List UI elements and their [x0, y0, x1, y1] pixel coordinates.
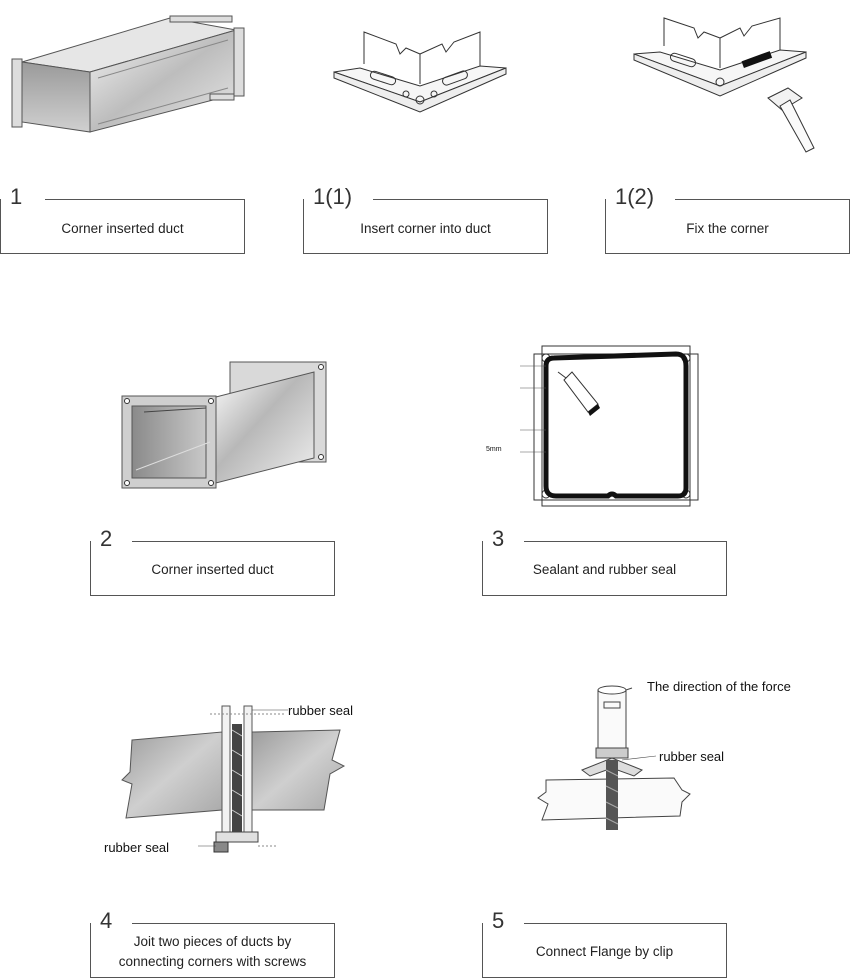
step-3-caption: Sealant and rubber seal	[532, 562, 677, 577]
seal-dimension-label: 5mm	[486, 446, 502, 453]
step-1-2-caption: Fix the corner	[686, 221, 769, 236]
step-3-number: 3	[492, 528, 509, 550]
step-4-box: 4 Joit two pieces of ducts by connecting…	[90, 910, 335, 978]
step-4-topline	[132, 923, 335, 924]
figure-1-duct-illustration	[11, 15, 245, 133]
step-2-topline	[132, 541, 335, 542]
step-3-topline	[524, 541, 727, 542]
step-1-1-frame	[303, 199, 548, 254]
step-1-1-box: 1(1) Insert corner into duct	[303, 186, 548, 254]
step-1-1-caption: Insert corner into duct	[360, 221, 491, 236]
step-1-topline	[45, 199, 245, 200]
step-1-number: 1	[10, 186, 27, 208]
step-1-caption: Corner inserted duct	[61, 221, 184, 236]
step-3-frame	[482, 541, 727, 596]
step-4-caption-line2: connecting corners with screws	[118, 954, 307, 969]
step-2-number: 2	[100, 528, 117, 550]
step-1-frame	[0, 199, 245, 254]
figure-1-1-corner-illustration	[333, 31, 507, 113]
step-5-topline	[524, 923, 727, 924]
step-2-caption: Corner inserted duct	[151, 562, 274, 577]
step-5-caption: Connect Flange by clip	[535, 944, 674, 959]
step-4-number: 4	[100, 910, 117, 932]
figure-1-2-fix-corner-illustration	[633, 17, 815, 153]
figure-5-clip-illustration	[537, 685, 691, 830]
step-5-number: 5	[492, 910, 509, 932]
step-1-box: 1 Corner inserted duct	[0, 186, 245, 254]
fig5-rubber-seal-label: rubber seal	[659, 749, 725, 764]
fig4-rubber-seal-top-label: rubber seal	[288, 703, 354, 718]
figure-2-duct-illustration	[121, 361, 327, 489]
step-1-1-topline	[373, 199, 548, 200]
step-2-box: 2 Corner inserted duct	[90, 528, 335, 596]
step-1-1-number: 1(1)	[313, 186, 357, 208]
fig4-rubber-seal-bottom-label: rubber seal	[104, 840, 170, 855]
step-3-box: 3 Sealant and rubber seal	[482, 528, 727, 596]
step-4-caption-line1: Joit two pieces of ducts by	[133, 934, 292, 949]
step-1-2-box: 1(2) Fix the corner	[605, 186, 850, 254]
figure-3-seal-illustration	[520, 345, 699, 507]
step-2-frame	[90, 541, 335, 596]
step-5-box: 5 Connect Flange by clip	[482, 910, 727, 978]
step-1-2-number: 1(2)	[615, 186, 659, 208]
step-1-2-topline	[675, 199, 850, 200]
figure-4-joint-illustration	[121, 705, 346, 853]
fig5-force-label: The direction of the force	[647, 679, 791, 694]
